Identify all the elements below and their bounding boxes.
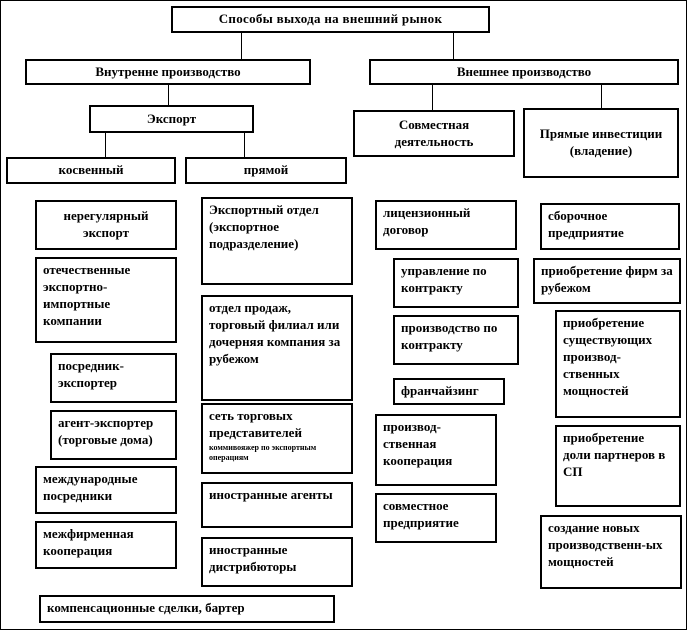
diagram-title: Способы выхода на внешний рынок: [171, 6, 490, 33]
node-internal-production: Внутренне производство: [25, 59, 311, 85]
node-intermediary-exporter: посредник-экспортер: [50, 353, 177, 403]
connector-external-joint: [432, 85, 433, 110]
node-joint-venture: совместное предприятие: [375, 493, 497, 543]
node-joint-activity: Совместная деятельность: [353, 110, 515, 157]
node-export: Экспорт: [89, 105, 254, 133]
node-partner-share-acquisition: приобретение доли партнеров в СП: [555, 425, 681, 507]
connector-export-direct: [244, 133, 245, 157]
node-contract-production: производство по контракту: [393, 315, 519, 365]
node-contract-management: управление по контракту: [393, 258, 519, 308]
node-direct-investment: Прямые инвестиции (владение): [523, 108, 679, 178]
node-sales-representatives-network: сеть торговых представителей коммивояжер…: [201, 403, 353, 474]
node-existing-capacity-acquisition: приобретение существующих производ-ствен…: [555, 310, 681, 418]
connector-title-external: [453, 33, 454, 59]
connector-title-internal: [241, 33, 242, 59]
node-production-cooperation: производ-ственная кооперация: [375, 414, 497, 486]
sales-network-label: сеть торговых представителей: [209, 408, 302, 440]
connector-internal-export: [168, 85, 169, 105]
node-sales-branch: отдел продаж, торговый филиал или дочерн…: [201, 295, 353, 401]
node-direct-export: прямой: [185, 157, 347, 184]
sales-network-note: коммивояжер по экспортным операциям: [209, 442, 317, 462]
node-license-agreement: лицензионный договор: [375, 200, 517, 250]
connector-export-indirect: [105, 133, 106, 157]
node-new-capacity-creation: создание новых производственн-ых мощност…: [540, 515, 682, 589]
node-interfirm-cooperation: межфирменная кооперация: [35, 521, 177, 569]
node-compensation-barter: компенсационные сделки, бартер: [39, 595, 335, 623]
node-export-department: Экспортный отдел (экспортное подразделен…: [201, 197, 353, 285]
node-international-intermediaries: международные посредники: [35, 466, 177, 514]
node-external-production: Внешнее производство: [369, 59, 679, 85]
node-indirect-export: косвенный: [6, 157, 176, 184]
node-assembly-enterprise: сборочное предприятие: [540, 203, 680, 250]
node-foreign-agents: иностранные агенты: [201, 482, 353, 528]
connector-external-investment: [601, 85, 602, 108]
node-franchising: франчайзинг: [393, 378, 505, 405]
node-firm-acquisition: приобретение фирм за рубежом: [533, 258, 681, 304]
node-domestic-export-import-companies: отечественные экспортно-импортные компан…: [35, 257, 177, 343]
node-agent-exporter: агент-экспортер (торговые дома): [50, 410, 177, 460]
node-foreign-distributors: иностранные дистрибюторы: [201, 537, 353, 587]
node-irregular-export: нерегулярный экспорт: [35, 200, 177, 250]
